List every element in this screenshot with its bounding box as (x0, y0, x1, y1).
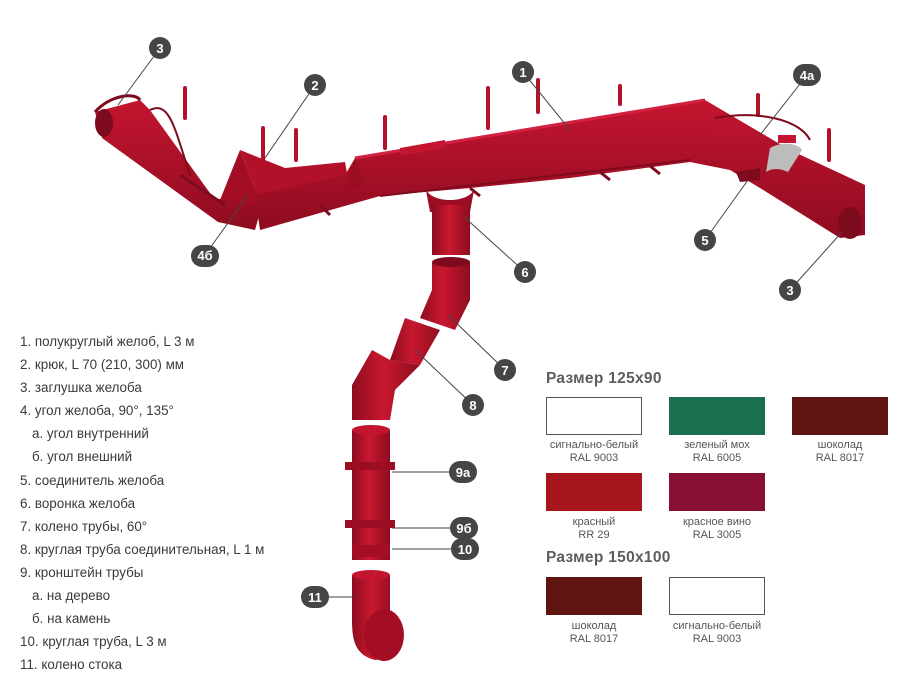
svg-text:7: 7 (501, 363, 508, 378)
legend-subitem: а. на дерево (32, 588, 111, 604)
end-cap-left (95, 109, 113, 137)
downpipe (345, 425, 395, 560)
callout-3-right: 3 (779, 279, 801, 301)
legend-item: 5. соединитель желоба (20, 472, 165, 488)
bracket-stone (345, 520, 395, 528)
svg-text:3: 3 (786, 283, 793, 298)
gutter-main (255, 98, 730, 230)
legend-item: 8. круглая труба соединительная, L 1 м (20, 541, 265, 557)
parts-legend: 1. полукруглый желоб, L 3 м 2. крюк, L 7… (20, 330, 264, 676)
color-swatch (546, 397, 642, 435)
drain-elbow (352, 570, 404, 661)
pipe-connecting (352, 318, 440, 420)
leader-lines (117, 47, 843, 598)
gutter-connector (766, 143, 802, 172)
svg-text:6: 6 (521, 265, 528, 280)
legend-item: 6. воронка желоба (20, 495, 136, 511)
size-title-125x90: Размер 125x90 (546, 370, 662, 387)
color-swatch (669, 473, 765, 511)
callout-7: 7 (494, 359, 516, 381)
svg-text:4а: 4а (800, 68, 815, 83)
callout-5: 5 (694, 229, 716, 251)
legend-item: 4. угол желоба, 90°, 135° (20, 403, 174, 419)
legend-item: 1. полукруглый желоб, L 3 м (20, 334, 195, 349)
svg-text:5: 5 (701, 233, 708, 248)
svg-text:2: 2 (311, 78, 318, 93)
size-title-150x100: Размер 150x100 (546, 549, 671, 566)
color-swatch (669, 397, 765, 435)
gutter-right (705, 100, 865, 239)
gutter-hooks (183, 78, 831, 162)
callout-11: 11 (301, 586, 329, 608)
legend-subitem: б. угол внешний (32, 449, 133, 465)
color-swatch (669, 577, 765, 615)
svg-text:9а: 9а (456, 465, 471, 480)
legend-subitem: а. угол внутренний (32, 426, 149, 442)
callout-1: 1 (512, 61, 534, 83)
bracket-wood (345, 462, 395, 470)
color-swatch (546, 577, 642, 615)
callout-2: 2 (304, 74, 326, 96)
legend-subitem: б. на камень (32, 611, 111, 627)
callout-8: 8 (462, 394, 484, 416)
legend-item: 3. заглушка желоба (20, 380, 142, 396)
svg-text:9б: 9б (456, 521, 471, 536)
callout-4b: 4б (191, 245, 219, 267)
callout-9b: 9б (450, 517, 478, 539)
legend-item: 7. колено трубы, 60° (20, 518, 148, 534)
svg-text:1: 1 (519, 65, 526, 80)
callout-9a: 9а (449, 461, 477, 483)
legend-item: 2. крюк, L 70 (210, 300) мм (20, 357, 184, 373)
callout-10: 10 (451, 538, 479, 560)
legend-item: 11. колено стока (20, 657, 123, 673)
svg-text:4б: 4б (197, 248, 212, 263)
callout-6: 6 (514, 261, 536, 283)
color-swatch (546, 473, 642, 511)
color-swatch (792, 397, 888, 435)
svg-text:10: 10 (458, 542, 472, 557)
legend-item: 9. кронштейн трубы (20, 564, 144, 580)
svg-text:11: 11 (308, 590, 322, 605)
legend-item: 10. круглая труба, L 3 м (20, 634, 167, 650)
svg-text:3: 3 (156, 41, 163, 56)
callout-3-left: 3 (149, 37, 171, 59)
callout-4a: 4а (793, 64, 821, 86)
pipe-elbow-60 (420, 257, 470, 330)
callouts: 1 2 3 3 4а 4б 5 6 7 8 9а 9б 10 11 (149, 37, 821, 608)
svg-text:8: 8 (469, 398, 476, 413)
gutter-funnel (425, 185, 475, 255)
end-cap-right (838, 207, 862, 239)
